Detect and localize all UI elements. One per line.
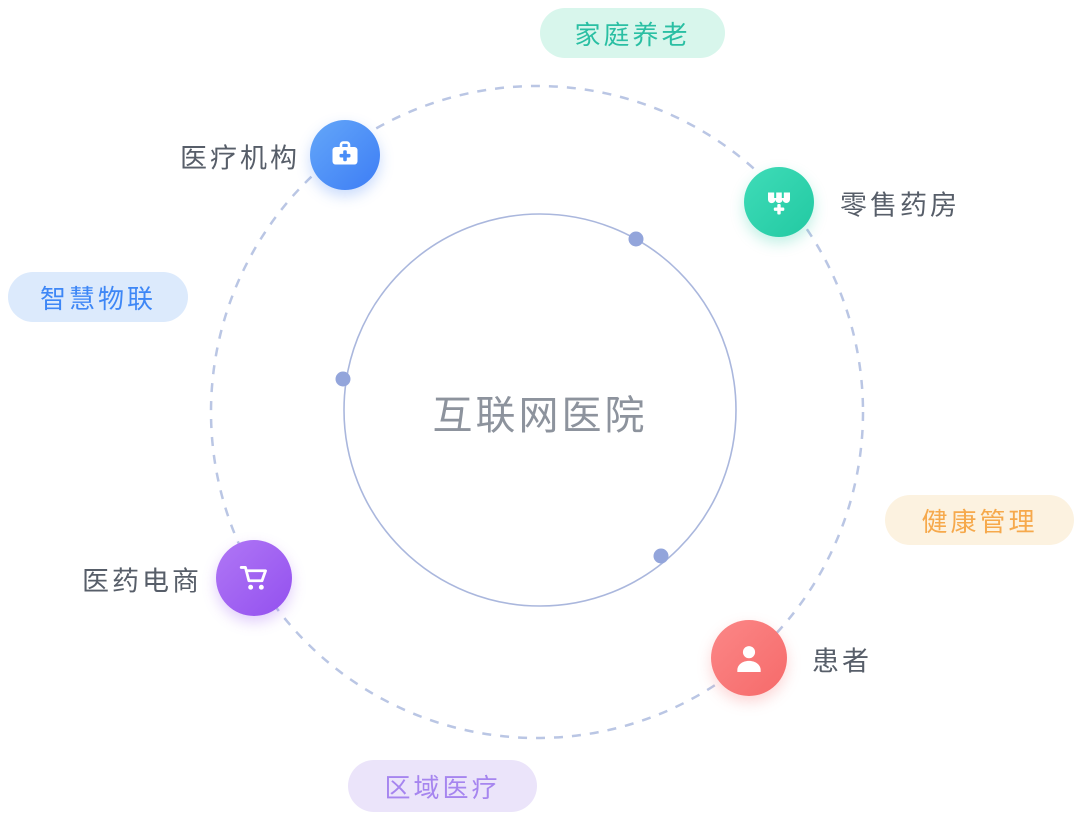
node-label-ecommerce: 医药电商 [82, 566, 202, 598]
patient-person-icon [711, 620, 787, 696]
node-label-pharmacy: 零售药房 [840, 190, 960, 222]
shopping-cart-icon [216, 540, 292, 616]
pharmacy-store-icon [744, 167, 814, 237]
tag-smart-iot: 智慧物联 [8, 272, 188, 322]
tag-regional-medical: 区域医疗 [348, 760, 537, 812]
outer-dashed-ring [209, 84, 865, 740]
node-label-patient: 患者 [812, 646, 872, 678]
inner-ring [343, 213, 737, 607]
node-label-medical-org: 医疗机构 [180, 143, 300, 175]
tag-health-management: 健康管理 [885, 495, 1074, 545]
ring-dot [628, 231, 644, 247]
tag-home-elderly-care: 家庭养老 [540, 8, 725, 58]
ring-dot [335, 371, 351, 387]
center-title: 互联网医院 [432, 393, 648, 439]
ring-dot [653, 548, 669, 564]
medical-kit-icon [310, 120, 380, 190]
